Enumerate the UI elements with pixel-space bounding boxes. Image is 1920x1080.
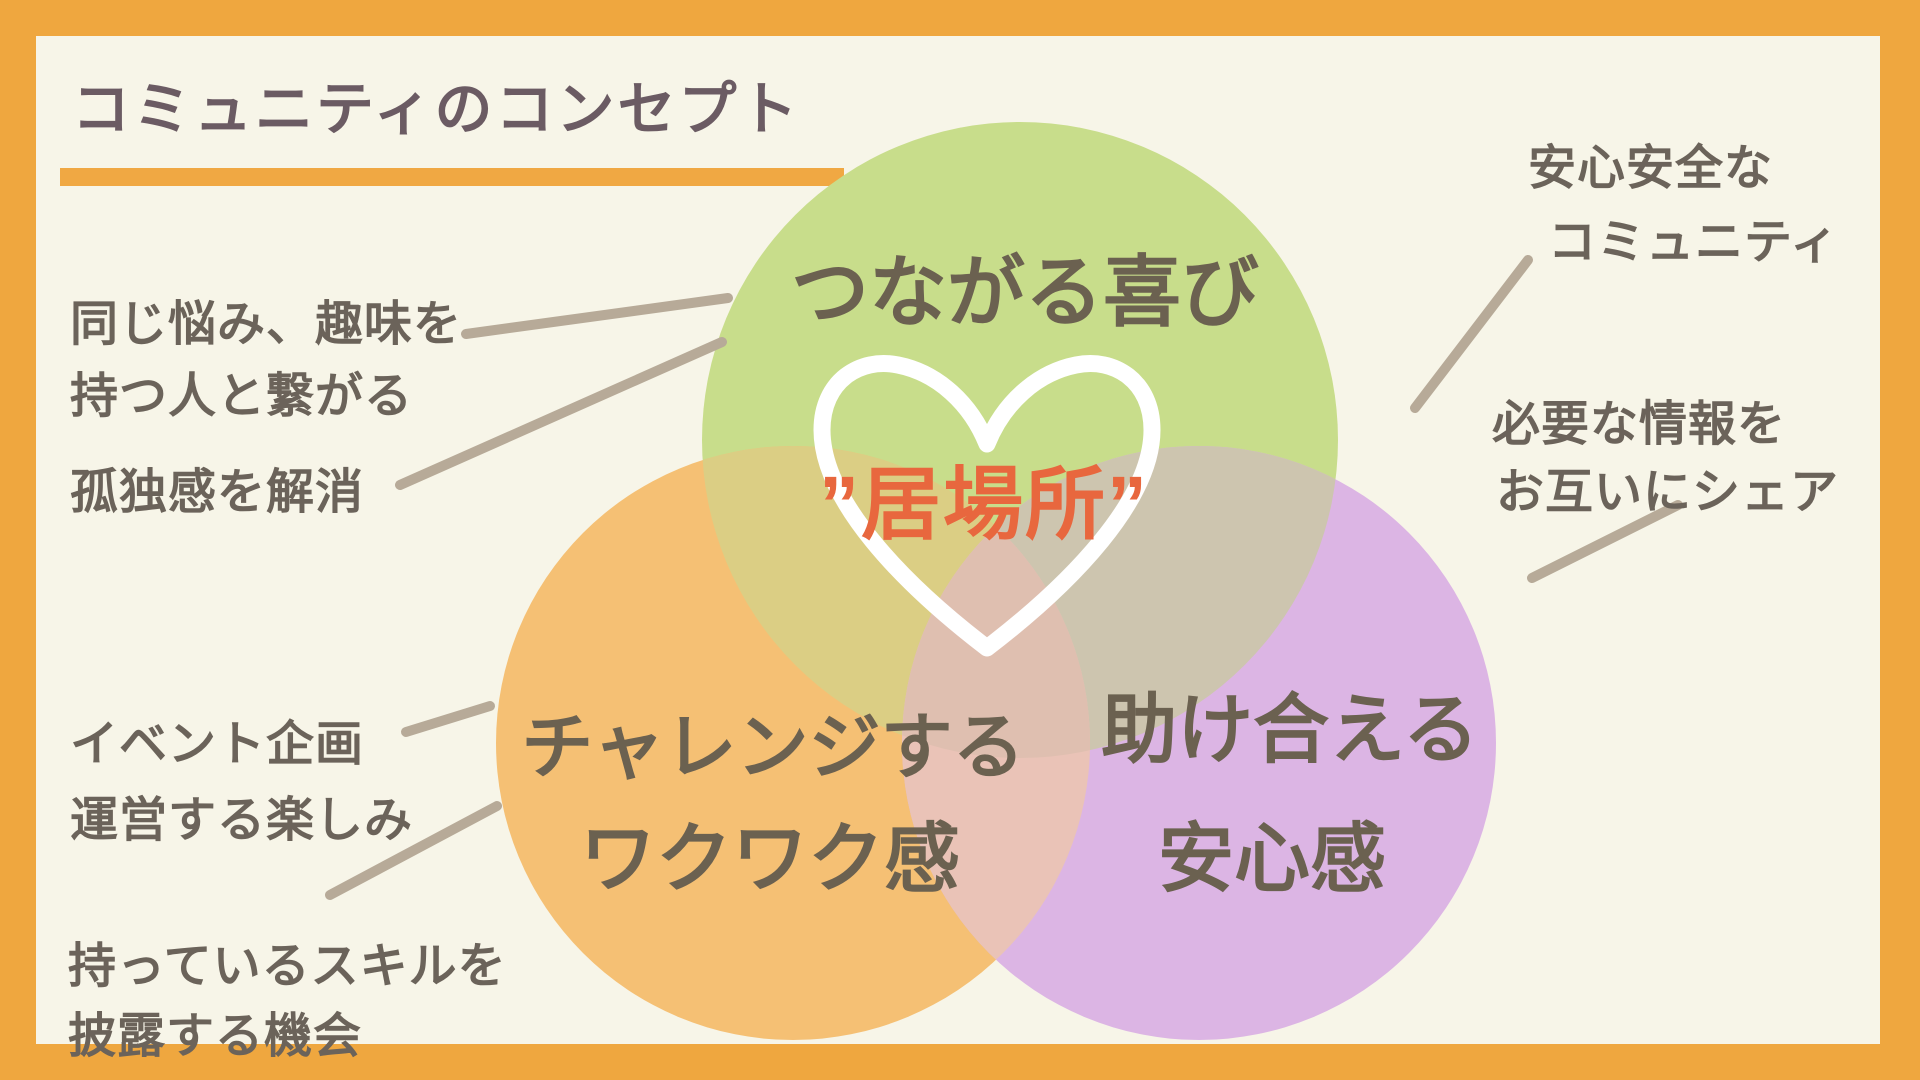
annotation-bottom-left-line4: 披露する機会: [68, 1010, 363, 1063]
annotation-bottom-left-line2: 運営する楽しみ: [70, 794, 414, 847]
connector-line-top-left-2: [395, 337, 727, 490]
connector-line-top-right: [1410, 255, 1533, 413]
annotation-mid-left: 孤独感を解消: [70, 466, 365, 519]
annotation-top-left-line2: 持つ人と繋がる: [70, 370, 414, 423]
connector-line-bottom-left-2: [325, 801, 502, 900]
annotation-top-right-line2: コミュニティ: [1548, 216, 1840, 269]
annotation-mid-right-line2: お互いにシェア: [1496, 466, 1840, 519]
green-circle-label: つながる喜び: [790, 248, 1260, 336]
purple-circle-label-line2: 安心感: [1158, 817, 1386, 902]
annotation-bottom-left-line3: 持っているスキルを: [68, 940, 507, 993]
orange-circle-label-line2: ワクワク感: [580, 817, 960, 902]
center-label: ”居場所”: [819, 460, 1149, 549]
annotation-top-right-line1: 安心安全な: [1528, 142, 1774, 195]
annotation-top-left-line1: 同じ悩み、趣味を: [70, 298, 463, 351]
page-title: コミュニティのコンセプト: [72, 77, 801, 142]
purple-circle-label-line1: 助け合える: [1101, 688, 1479, 773]
connector-line-mid-right: [1527, 500, 1683, 583]
annotation-mid-right-line1: 必要な情報を: [1492, 398, 1787, 451]
orange-circle-label-line1: チャレンジする: [521, 708, 1025, 788]
connector-line-bottom-left-1: [401, 701, 495, 737]
connector-lines: [325, 255, 1683, 900]
heart-icon: [813, 355, 1161, 657]
annotation-bottom-left-line1: イベント企画: [70, 718, 365, 771]
title-underline: [60, 168, 844, 186]
connector-line-top-left-1: [461, 293, 733, 339]
